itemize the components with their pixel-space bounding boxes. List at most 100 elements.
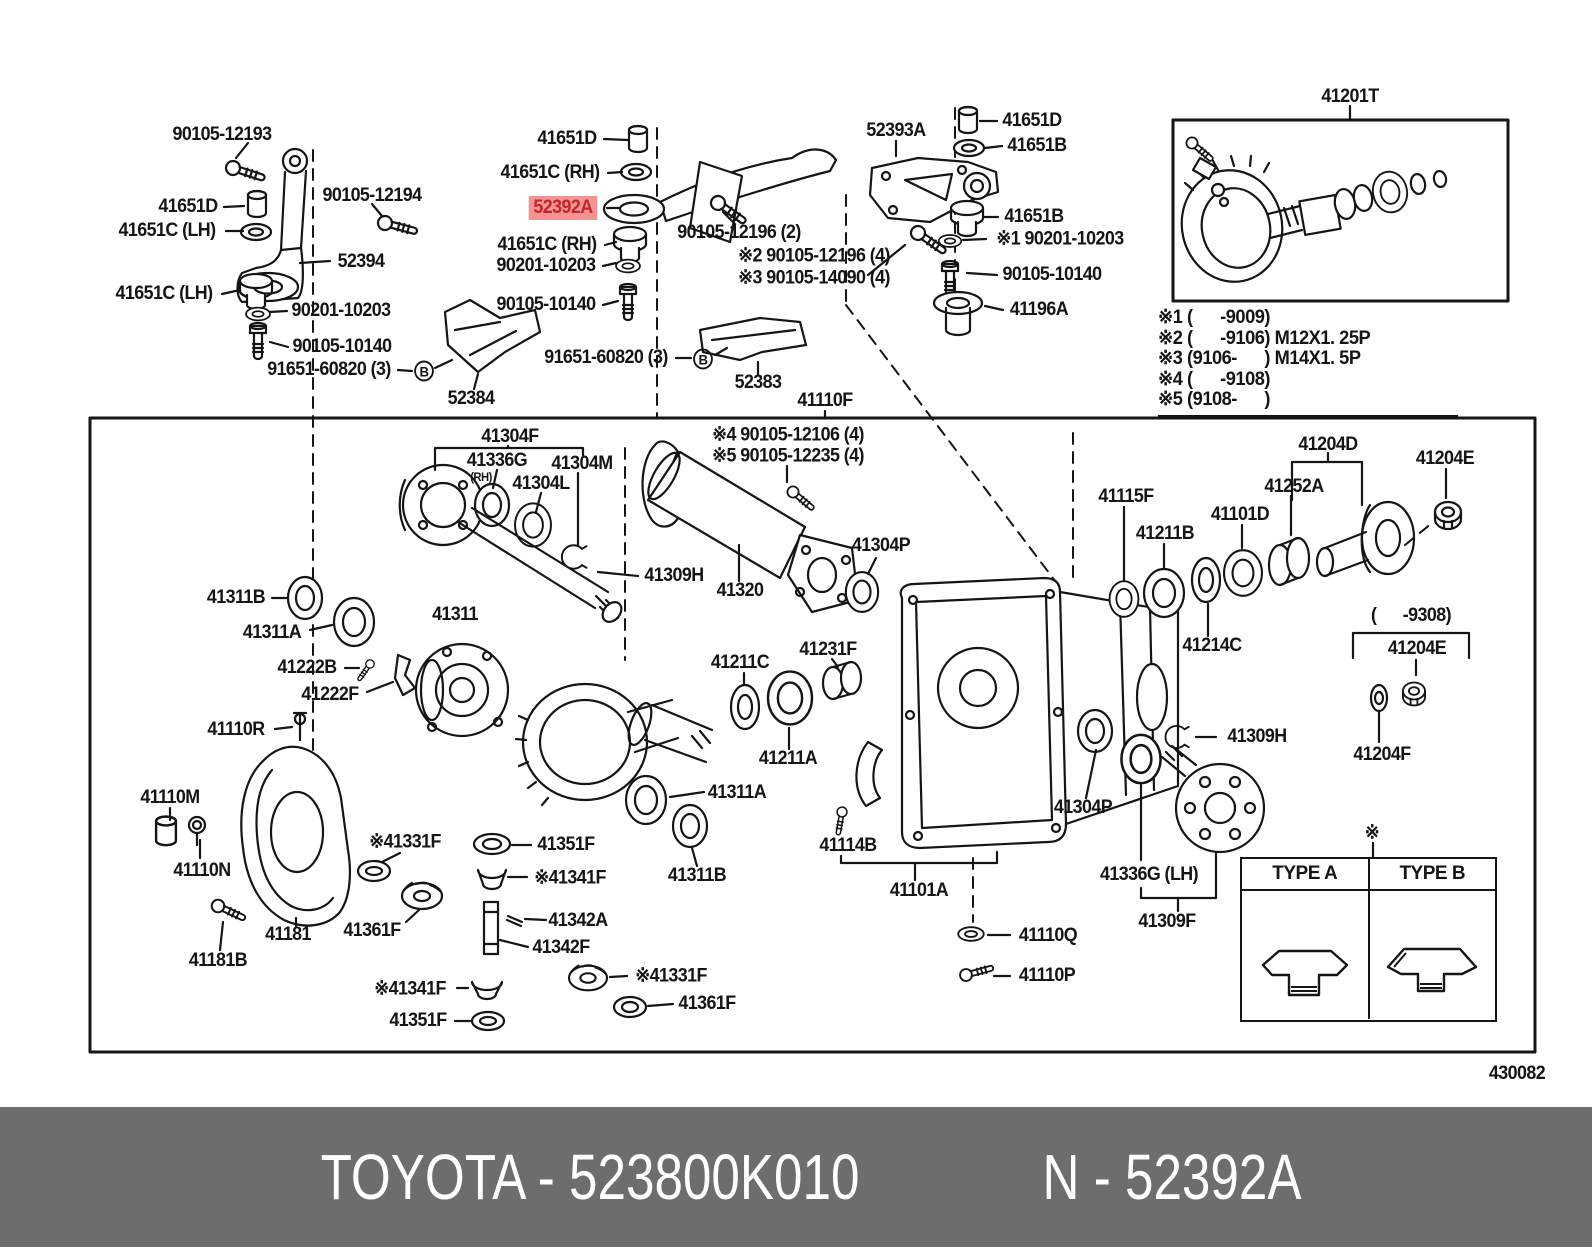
- right-mount-assembly: [845, 105, 1063, 591]
- type-a-header: TYPE A: [1242, 859, 1370, 889]
- part-label: 90105-10140: [496, 294, 596, 315]
- part-label: 41651B: [1004, 206, 1064, 227]
- part-label: 41211A: [758, 748, 818, 769]
- part-label: 41342F: [532, 937, 590, 958]
- ring-pinion-inset: [1171, 104, 1510, 303]
- part-label: 41110R: [207, 719, 265, 740]
- part-label: 41214C: [1182, 635, 1242, 656]
- part-label: 41311B: [667, 865, 727, 886]
- part-label: 41361F: [678, 993, 736, 1014]
- type-table: TYPE A TYPE B: [1240, 857, 1497, 1022]
- part-label: 41204E: [1387, 638, 1447, 659]
- part-label: 41181: [265, 924, 311, 945]
- part-label: 41304P: [851, 535, 911, 556]
- part-label: ※41331F: [369, 831, 441, 853]
- part-label: 41651B: [1007, 135, 1067, 156]
- part-label: 41361F: [343, 920, 401, 941]
- type-b-cell: [1370, 891, 1496, 1019]
- part-label: 41110M: [140, 787, 200, 808]
- part-label: ※41331F: [635, 965, 707, 987]
- left-mount-assembly: [220, 141, 542, 781]
- part-label: 41342A: [548, 910, 608, 931]
- part-label: 41651C (LH): [115, 283, 213, 304]
- main-assembly: [88, 416, 1537, 1054]
- part-label: 41204D: [1298, 434, 1358, 455]
- part-label: 52383: [734, 372, 782, 393]
- part-label: 41110N: [173, 860, 231, 881]
- part-label: 41201T: [1321, 86, 1379, 107]
- part-label: 91651-60820 (3): [544, 347, 668, 368]
- part-label: 41101D: [1210, 504, 1270, 525]
- circled-b-marker: B: [414, 360, 434, 382]
- circled-b-marker: B: [693, 348, 713, 370]
- cushion-type-a-icon: [1261, 949, 1348, 997]
- part-label: 90105-10140: [1002, 264, 1102, 285]
- part-label: 41304M: [551, 453, 613, 474]
- thread-note: ※3 (9106- ) M14X1. 5P: [1158, 348, 1361, 369]
- part-label: 41304P: [1053, 797, 1113, 818]
- part-label: 41651C (RH): [500, 162, 600, 183]
- thread-note: ※4 ( -9108): [1158, 368, 1271, 390]
- part-label: ※41341F: [534, 867, 606, 889]
- part-label: 52394: [337, 251, 385, 272]
- part-label: 41222B: [277, 657, 337, 678]
- part-label: 41651D: [1002, 110, 1062, 131]
- thread-note: ※5 (9108- ): [1158, 389, 1271, 410]
- part-label: 41114B: [819, 835, 877, 856]
- part-label: 41320: [716, 580, 764, 601]
- part-label: 41311: [432, 604, 478, 625]
- part-label: ※2 90105-12196 (4): [738, 245, 890, 267]
- part-label-highlighted: 52392A: [528, 196, 598, 220]
- part-label: 41204F: [1353, 744, 1411, 765]
- part-label: 41309F: [1138, 911, 1196, 932]
- part-label: 41222F: [301, 684, 359, 705]
- part-label: 41351F: [389, 1010, 447, 1031]
- type-b-header: TYPE B: [1399, 863, 1466, 884]
- type-a-cell: [1242, 891, 1370, 1019]
- part-label: 52393A: [866, 120, 926, 141]
- center-mount-assembly: [601, 124, 838, 420]
- part-label: 90201-10203: [496, 255, 596, 276]
- part-label: (RH): [470, 470, 492, 484]
- part-label: ※4 90105-12106 (4): [712, 424, 864, 446]
- part-label: 41110F: [797, 390, 853, 411]
- part-label: 41304L: [512, 473, 570, 494]
- part-label: 41101A: [889, 880, 949, 901]
- part-label: ※: [1364, 822, 1380, 844]
- type-table-header: TYPE A TYPE B: [1242, 859, 1495, 891]
- part-label: ※41341F: [374, 978, 446, 1000]
- part-label: 91651-60820 (3): [267, 359, 391, 380]
- footer-part-number: TOYOTA - 523800K010: [320, 1141, 860, 1213]
- part-label: 41110Q: [1018, 925, 1078, 946]
- part-label: ( -9308): [1370, 605, 1452, 626]
- part-label: 90105-12194: [322, 185, 422, 206]
- part-label: 41309H: [1227, 726, 1287, 747]
- part-label: 41351F: [537, 834, 595, 855]
- part-label: 41336G: [466, 450, 528, 471]
- part-label: 41231F: [799, 639, 857, 660]
- part-label: ※5 90105-12235 (4): [712, 445, 864, 467]
- part-label: 430082: [1488, 1063, 1546, 1084]
- part-label: 41204E: [1415, 448, 1475, 469]
- part-label: 41211C: [710, 652, 770, 673]
- part-label: 90201-10203: [291, 300, 391, 321]
- part-label: 41309H: [644, 565, 704, 586]
- part-label: 41115F: [1098, 486, 1154, 507]
- part-label: 41651C (RH): [497, 234, 597, 255]
- part-label: 41311A: [242, 622, 302, 643]
- thread-note: ※1 ( -9009): [1158, 307, 1271, 328]
- footer-reference-code: N - 52392A: [1042, 1141, 1302, 1213]
- part-label: 41304F: [481, 426, 539, 447]
- part-label: 90105-12193: [172, 124, 272, 145]
- part-label: 41336G (LH): [1099, 864, 1199, 885]
- part-label: 52384: [447, 388, 495, 409]
- part-label: 41651D: [537, 128, 597, 149]
- part-label: 41311A: [707, 782, 767, 803]
- part-label: 41196A: [1009, 299, 1069, 320]
- part-label: 41651C (LH): [118, 220, 216, 241]
- part-label: 90105-10140: [292, 336, 392, 357]
- thread-note: ※2 ( -9106) M12X1. 25P: [1158, 327, 1371, 349]
- part-label: 41651D: [158, 196, 218, 217]
